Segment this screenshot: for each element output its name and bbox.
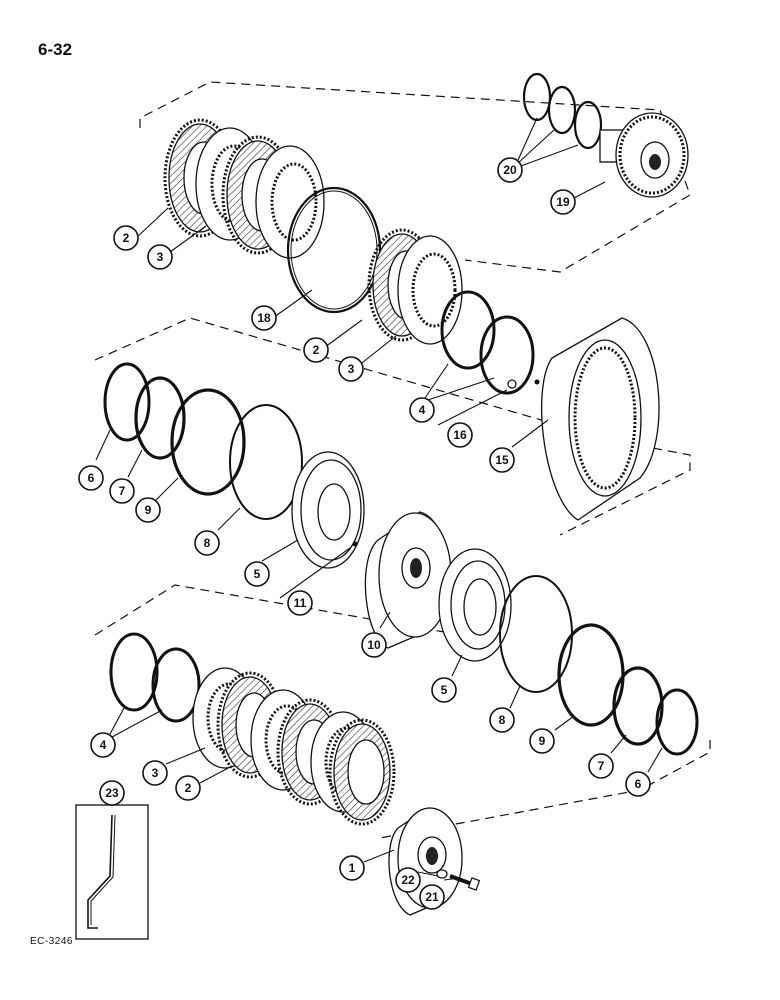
callout-11: 11 [287, 590, 313, 616]
callout-5-lower: 5 [431, 677, 457, 703]
svg-text:6: 6 [88, 471, 95, 485]
svg-text:2: 2 [313, 343, 320, 357]
piston-5-mid [291, 451, 365, 569]
svg-text:23: 23 [105, 786, 119, 800]
svg-text:2: 2 [123, 231, 130, 245]
hub-19 [599, 112, 689, 198]
callout-5-mid: 5 [244, 561, 270, 587]
thrust-washer-4b-bottom [151, 647, 201, 723]
svg-text:11: 11 [294, 596, 307, 610]
drum-15 [534, 317, 660, 521]
tool-23-inset [75, 804, 149, 940]
svg-text:5: 5 [254, 567, 261, 581]
svg-text:8: 8 [204, 536, 211, 550]
svg-text:6: 6 [635, 777, 642, 791]
seal-ring-8-mid [229, 404, 303, 520]
svg-text:19: 19 [556, 195, 570, 209]
thrust-washers-4-top [440, 290, 535, 395]
svg-text:18: 18 [257, 311, 271, 325]
callout-2-bottom: 2 [175, 775, 201, 801]
svg-text:4: 4 [419, 403, 426, 417]
callout-21: 21 [419, 884, 445, 910]
svg-text:7: 7 [598, 759, 605, 773]
svg-text:2: 2 [185, 781, 192, 795]
callout-3-mid: 3 [338, 356, 364, 382]
callout-23: 23 [99, 780, 125, 806]
svg-text:22: 22 [401, 873, 415, 887]
thrust-washer-4a-bottom [109, 632, 159, 712]
callout-3-bottom: 3 [142, 760, 168, 786]
callout-16: 16 [447, 422, 473, 448]
svg-text:9: 9 [145, 503, 152, 517]
washer-22 [436, 869, 448, 879]
steel-plate-top-2 [255, 145, 325, 259]
callout-8-lower: 8 [489, 707, 515, 733]
bolt-21 [449, 874, 481, 891]
svg-text:9: 9 [539, 734, 546, 748]
svg-text:10: 10 [367, 638, 381, 652]
steel-plate-3-mid [397, 235, 463, 345]
callout-20: 20 [497, 157, 523, 183]
callout-4-top: 4 [409, 397, 435, 423]
callout-15: 15 [489, 447, 515, 473]
svg-text:4: 4 [100, 738, 107, 752]
callout-19: 19 [550, 189, 576, 215]
oring-7-mid [134, 376, 186, 460]
callout-9-mid: 9 [135, 497, 161, 523]
callout-2-top: 2 [113, 225, 139, 251]
svg-text:1: 1 [349, 861, 356, 875]
callout-8-mid: 8 [194, 530, 220, 556]
callout-3-top: 3 [147, 244, 173, 270]
callout-7-lower: 7 [588, 753, 614, 779]
svg-text:5: 5 [441, 683, 448, 697]
svg-text:3: 3 [152, 766, 159, 780]
oring-7-lower [612, 666, 664, 746]
oring-9-mid [170, 388, 246, 496]
ball-11 [352, 541, 358, 547]
group-outline-bottom-right [379, 740, 711, 839]
svg-text:20: 20 [503, 163, 517, 177]
svg-text:15: 15 [495, 453, 509, 467]
clutch-disc-bottom-3 [328, 718, 396, 826]
svg-text:21: 21 [425, 890, 439, 904]
callout-9-lower: 9 [529, 728, 555, 754]
ring-6-mid [103, 362, 151, 442]
seal-rings-20 [522, 72, 603, 150]
group-outline-top [139, 81, 691, 273]
callout-2-mid: 2 [303, 337, 329, 363]
figure-code: EC-3246 [30, 936, 73, 947]
drum-hole [534, 379, 540, 385]
callout-7-mid: 7 [109, 478, 135, 504]
housing-10 [364, 511, 452, 649]
callout-6-lower: 6 [625, 771, 651, 797]
ring-6-lower [655, 688, 699, 756]
callout-18: 18 [251, 305, 277, 331]
callout-10: 10 [361, 632, 387, 658]
leader-lines [95, 117, 663, 881]
callout-4-bottom: 4 [90, 732, 116, 758]
svg-text:16: 16 [453, 428, 467, 442]
piston-5-lower [438, 548, 512, 662]
ball-16 [507, 379, 517, 389]
svg-text:3: 3 [348, 362, 355, 376]
svg-text:3: 3 [157, 250, 164, 264]
svg-text:8: 8 [499, 713, 506, 727]
page-number: 6-32 [38, 40, 73, 59]
seal-ring-8-lower [499, 575, 573, 693]
svg-text:7: 7 [119, 484, 126, 498]
group-outline-middle [94, 317, 691, 536]
callout-1: 1 [339, 855, 365, 881]
callout-6-mid: 6 [78, 465, 104, 491]
callout-22: 22 [395, 867, 421, 893]
